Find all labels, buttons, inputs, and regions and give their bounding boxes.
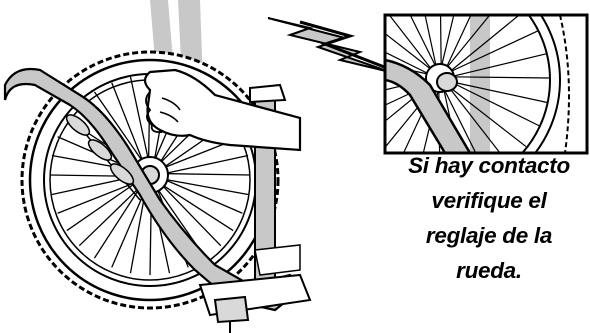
caption-line-2: verifique el [392,183,586,218]
lightning-bolt-icon [268,18,392,72]
caption-line-3: reglaje de la [392,218,586,253]
caption-line-1: Si hay contacto [392,148,586,183]
caption-line-4: rueda. [392,253,586,288]
contact-warning-caption: Si hay contacto verifique el reglaje de … [392,148,586,288]
